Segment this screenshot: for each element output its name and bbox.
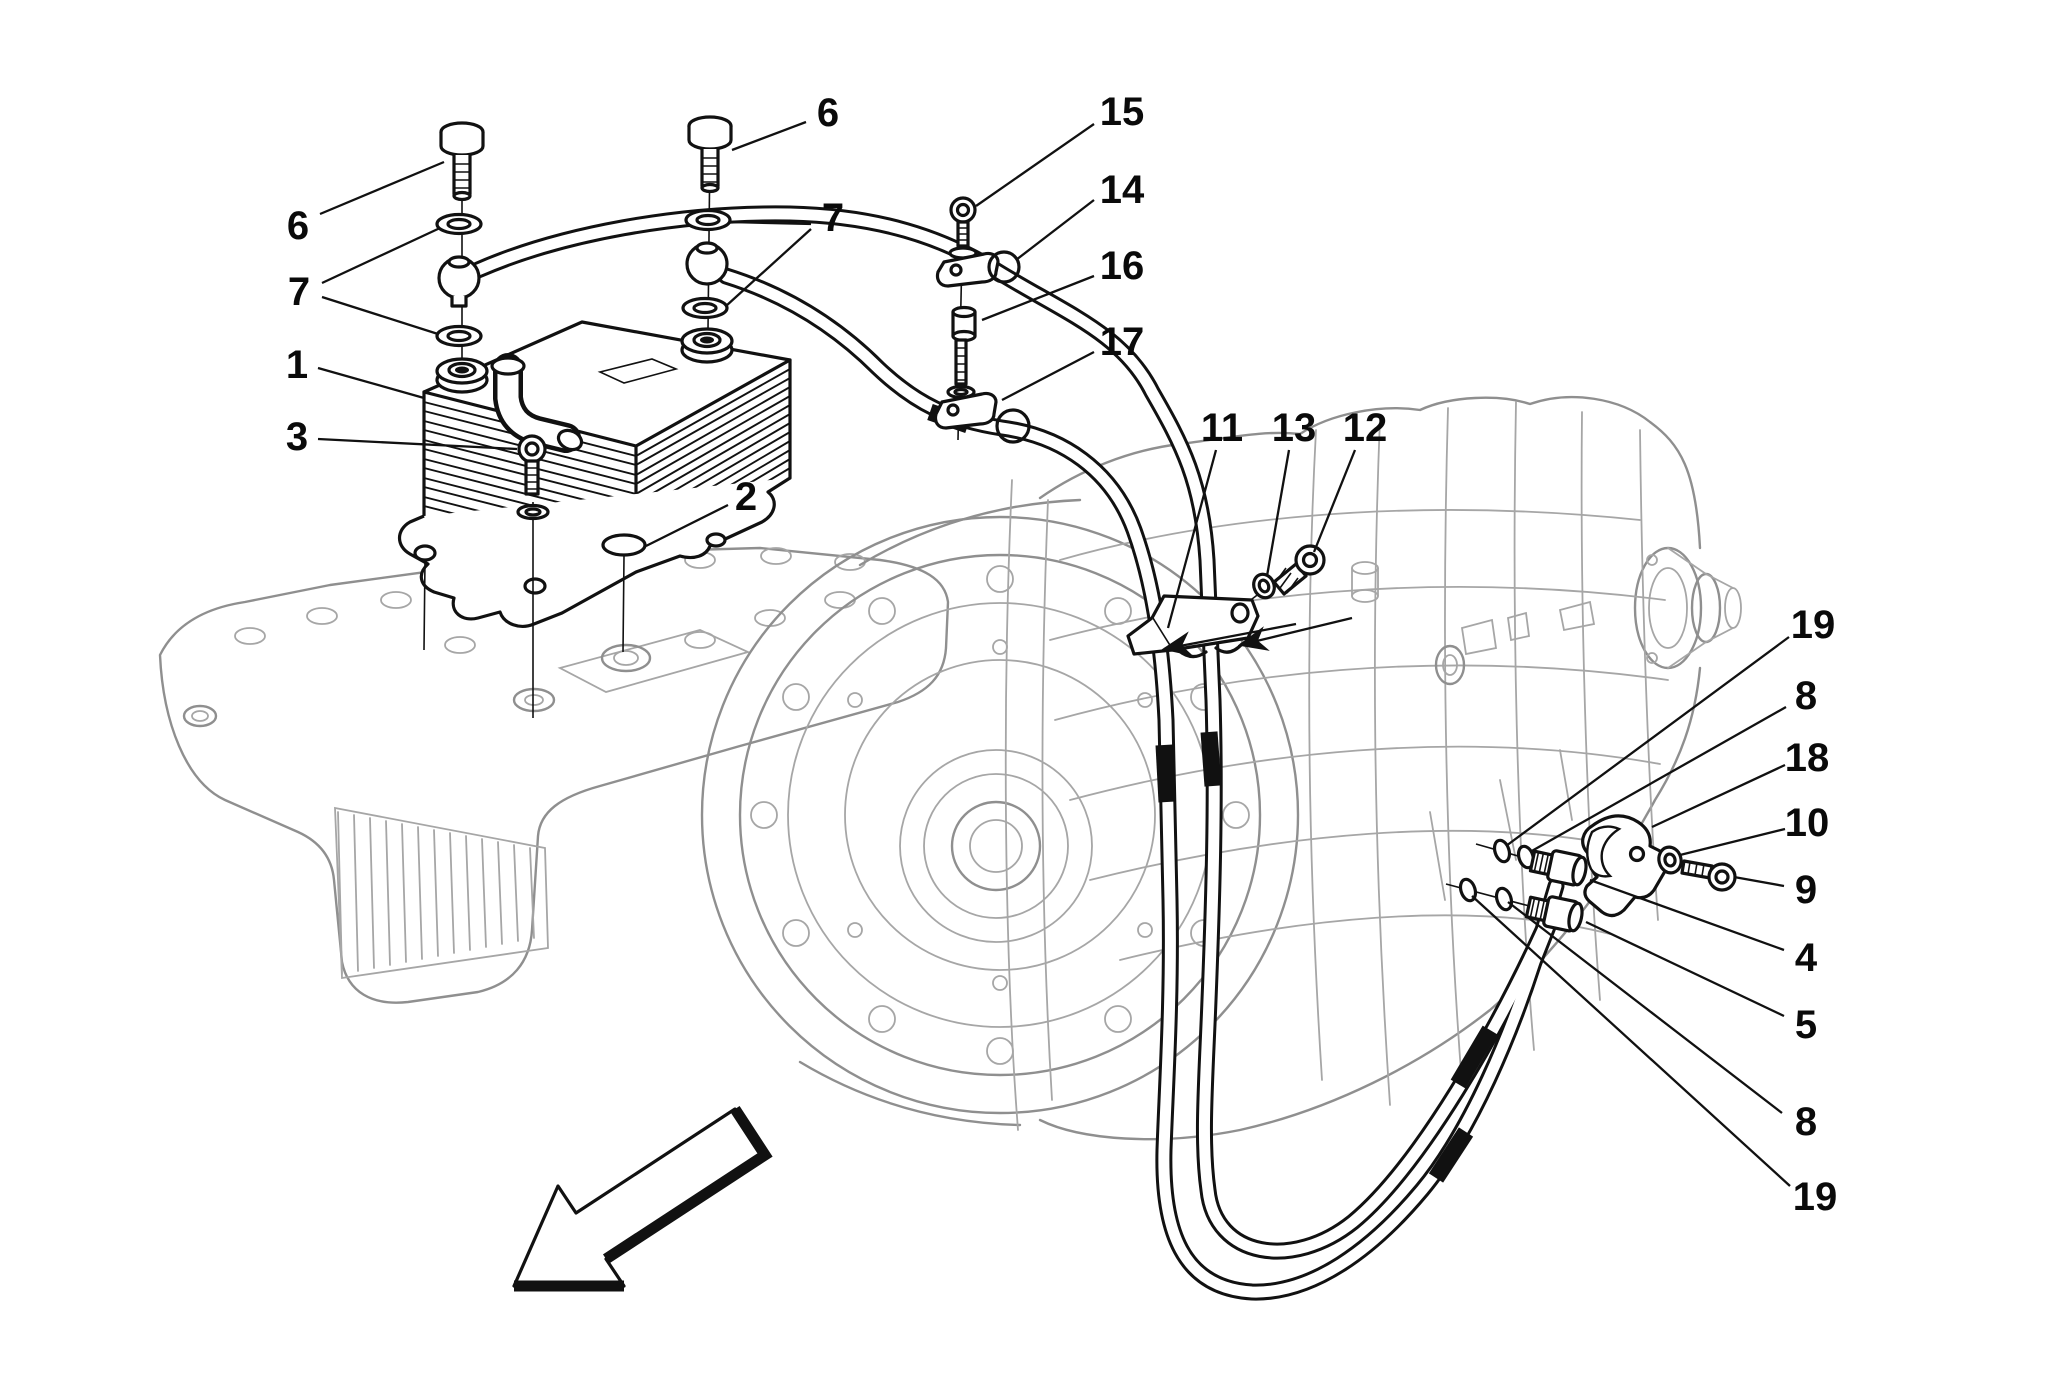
leader-line-12	[1312, 449, 1357, 553]
cooler-port-left	[435, 357, 489, 394]
leader-line-3	[317, 437, 518, 451]
o-ring-2	[601, 533, 647, 557]
union-5	[1524, 895, 1584, 933]
callout-label-16-9: 16	[1100, 244, 1145, 288]
gearbox-union-assembly	[1445, 814, 1737, 933]
callout-label-7-1: 7	[288, 270, 310, 314]
p-clamp-14	[935, 250, 1021, 288]
leader-line-7	[725, 228, 812, 307]
oil-cooler	[397, 320, 792, 718]
callout-label-12-13: 12	[1343, 406, 1388, 450]
callout-label-18-16: 18	[1785, 736, 1830, 780]
direction-arrow	[512, 1105, 773, 1292]
callout-label-4-19: 4	[1795, 936, 1818, 980]
pipe-clamp-stack	[933, 196, 1031, 444]
pipe-sleeve-collar	[1155, 744, 1176, 803]
leader-line-19	[1471, 895, 1791, 1187]
callout-label-14-8: 14	[1100, 168, 1145, 212]
leader-line-9	[1733, 875, 1785, 888]
leader-line-7	[729, 220, 812, 226]
leader-line-13	[1265, 449, 1291, 577]
insertion-direction-arrow	[1161, 622, 1297, 657]
callout-label-7-5: 7	[822, 196, 844, 240]
cooler-mount-bolt	[423, 434, 625, 718]
pipe-sleeve-collar	[1428, 1127, 1474, 1183]
bolt-9	[1680, 859, 1737, 892]
leader-line-14	[1015, 199, 1095, 261]
leader-line-8	[1507, 901, 1783, 1114]
callout-label-8-21: 8	[1795, 1100, 1817, 1144]
union-4	[1528, 849, 1588, 887]
leader-line-6	[731, 120, 807, 152]
leader-line-7	[321, 226, 441, 285]
callout-label-10-17: 10	[1785, 801, 1830, 845]
callout-label-8-15: 8	[1795, 674, 1817, 718]
leader-line-1	[317, 366, 425, 400]
cooler-elbow-fitting	[490, 353, 584, 453]
seal-ring-19-upper	[1492, 838, 1512, 864]
leader-line-18	[1651, 763, 1786, 829]
seal-ring-8-lower	[1494, 886, 1514, 912]
banjo-stack-left	[435, 121, 485, 360]
bolt-12	[1272, 544, 1326, 596]
banjo-stack-right	[681, 115, 733, 331]
callout-label-19-14: 19	[1791, 603, 1836, 647]
callout-label-2-6: 2	[735, 475, 757, 519]
callout-label-19-22: 19	[1793, 1175, 1838, 1219]
callout-label-11-11: 11	[1201, 406, 1243, 450]
callout-label-6-0: 6	[287, 204, 309, 248]
leader-line-6	[319, 160, 445, 216]
pipe-sleeve-collar	[1200, 731, 1222, 787]
cooler-port-right	[680, 327, 734, 364]
callout-label-9-18: 9	[1795, 868, 1817, 912]
leader-line-5	[1585, 920, 1785, 1018]
callout-label-1-2: 1	[286, 343, 308, 387]
callout-label-17-10: 17	[1100, 320, 1145, 364]
seal-ring-19-lower	[1458, 877, 1478, 903]
callout-label-13-12: 13	[1272, 406, 1317, 450]
leader-line-2	[645, 503, 729, 548]
pipe-sleeve-collar	[1450, 1025, 1498, 1089]
leader-line-19	[1505, 636, 1790, 847]
leader-line-8	[1529, 705, 1787, 854]
callout-label-3-3: 3	[286, 415, 308, 459]
callout-label-15-7: 15	[1100, 90, 1145, 134]
insertion-direction-arrow	[1237, 616, 1353, 651]
leader-line-16	[981, 274, 1095, 322]
fork-bracket-18	[1581, 814, 1671, 918]
callout-label-5-20: 5	[1795, 1003, 1817, 1047]
leader-line-11	[1166, 449, 1218, 629]
leader-line-7	[321, 295, 439, 336]
leader-line-4	[1589, 878, 1785, 952]
callout-label-6-4: 6	[817, 91, 839, 135]
leader-line-10	[1679, 827, 1786, 857]
leader-line-15	[975, 123, 1095, 207]
leader-line-17	[1001, 350, 1095, 402]
clutch-housing-background	[700, 498, 1300, 1127]
oil-pipes	[469, 205, 1565, 1301]
p-clamp-17	[933, 391, 1031, 444]
